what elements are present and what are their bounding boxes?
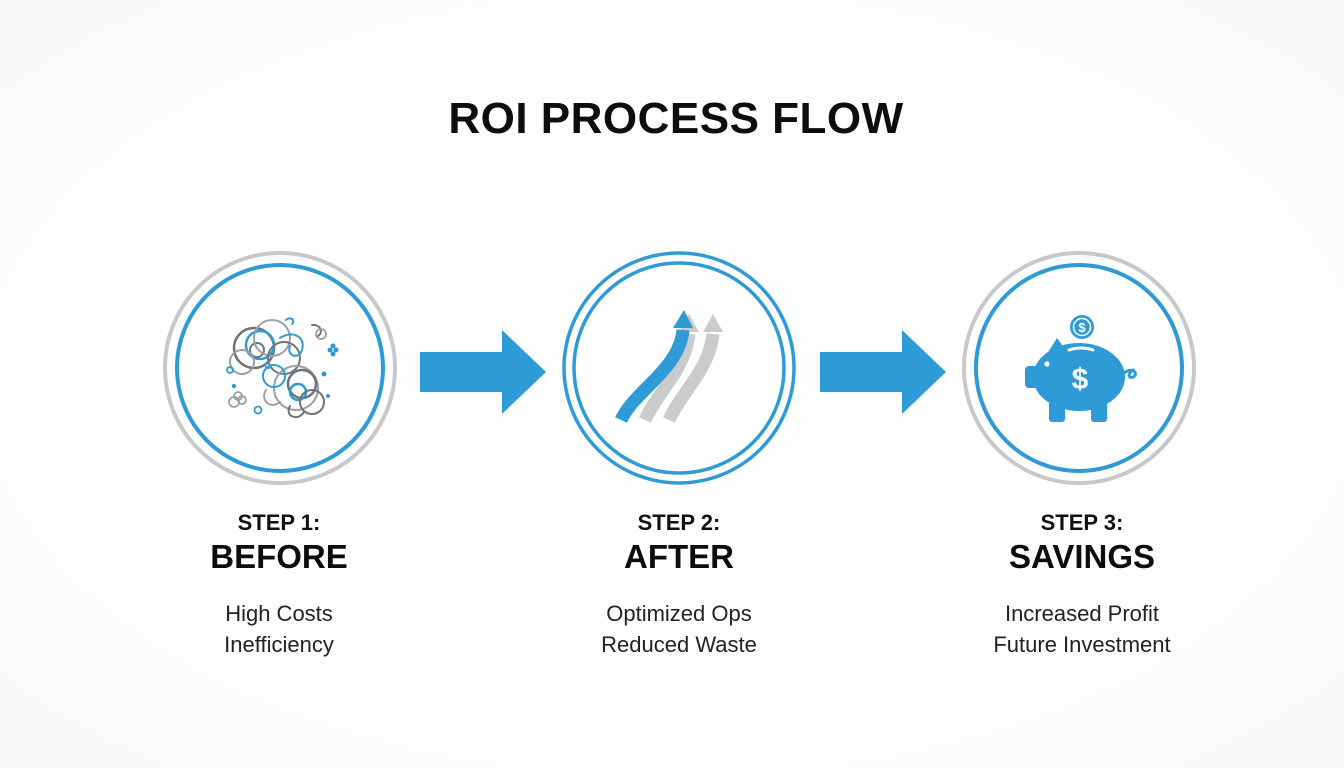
step-description-line: Future Investment xyxy=(993,632,1171,657)
diagram-title: ROI PROCESS FLOW xyxy=(448,94,904,143)
step-2-label: STEP 2: AFTER Optimized Ops Reduced Wast… xyxy=(529,510,829,660)
step-3-circle: $ $ xyxy=(961,250,1197,486)
piggy-bank-icon: $ $ xyxy=(962,251,1196,485)
step-name: AFTER xyxy=(624,538,734,575)
right-arrow-icon xyxy=(420,330,546,414)
step-name: SAVINGS xyxy=(1008,538,1156,575)
step-3-label: STEP 3: SAVINGS Increased Profit Future … xyxy=(932,510,1232,660)
step-1-circle xyxy=(162,250,398,486)
step-description: Optimized Ops Reduced Waste xyxy=(529,598,829,660)
coin-dollar-symbol: $ xyxy=(1078,320,1086,335)
step-description-line: Reduced Waste xyxy=(601,632,757,657)
step-name: BEFORE xyxy=(210,538,348,575)
step-1-label: STEP 1: BEFORE High Costs Inefficiency xyxy=(129,510,429,660)
step-description: Increased Profit Future Investment xyxy=(932,598,1232,660)
step-description-line: Inefficiency xyxy=(224,632,334,657)
step-number: STEP 3: xyxy=(1040,510,1124,535)
right-arrow-icon xyxy=(820,330,946,414)
body-dollar-symbol: $ xyxy=(1072,363,1089,396)
step-number: STEP 1: xyxy=(237,510,321,535)
upward-arrows-icon xyxy=(562,251,796,485)
step-description-line: High Costs xyxy=(225,601,333,626)
step-description-line: Optimized Ops xyxy=(606,601,752,626)
step-description: High Costs Inefficiency xyxy=(129,598,429,660)
step-number: STEP 2: xyxy=(637,510,721,535)
step-description-line: Increased Profit xyxy=(1004,601,1160,626)
tangled-swirls-icon xyxy=(163,251,397,485)
step-2-circle xyxy=(561,250,797,486)
